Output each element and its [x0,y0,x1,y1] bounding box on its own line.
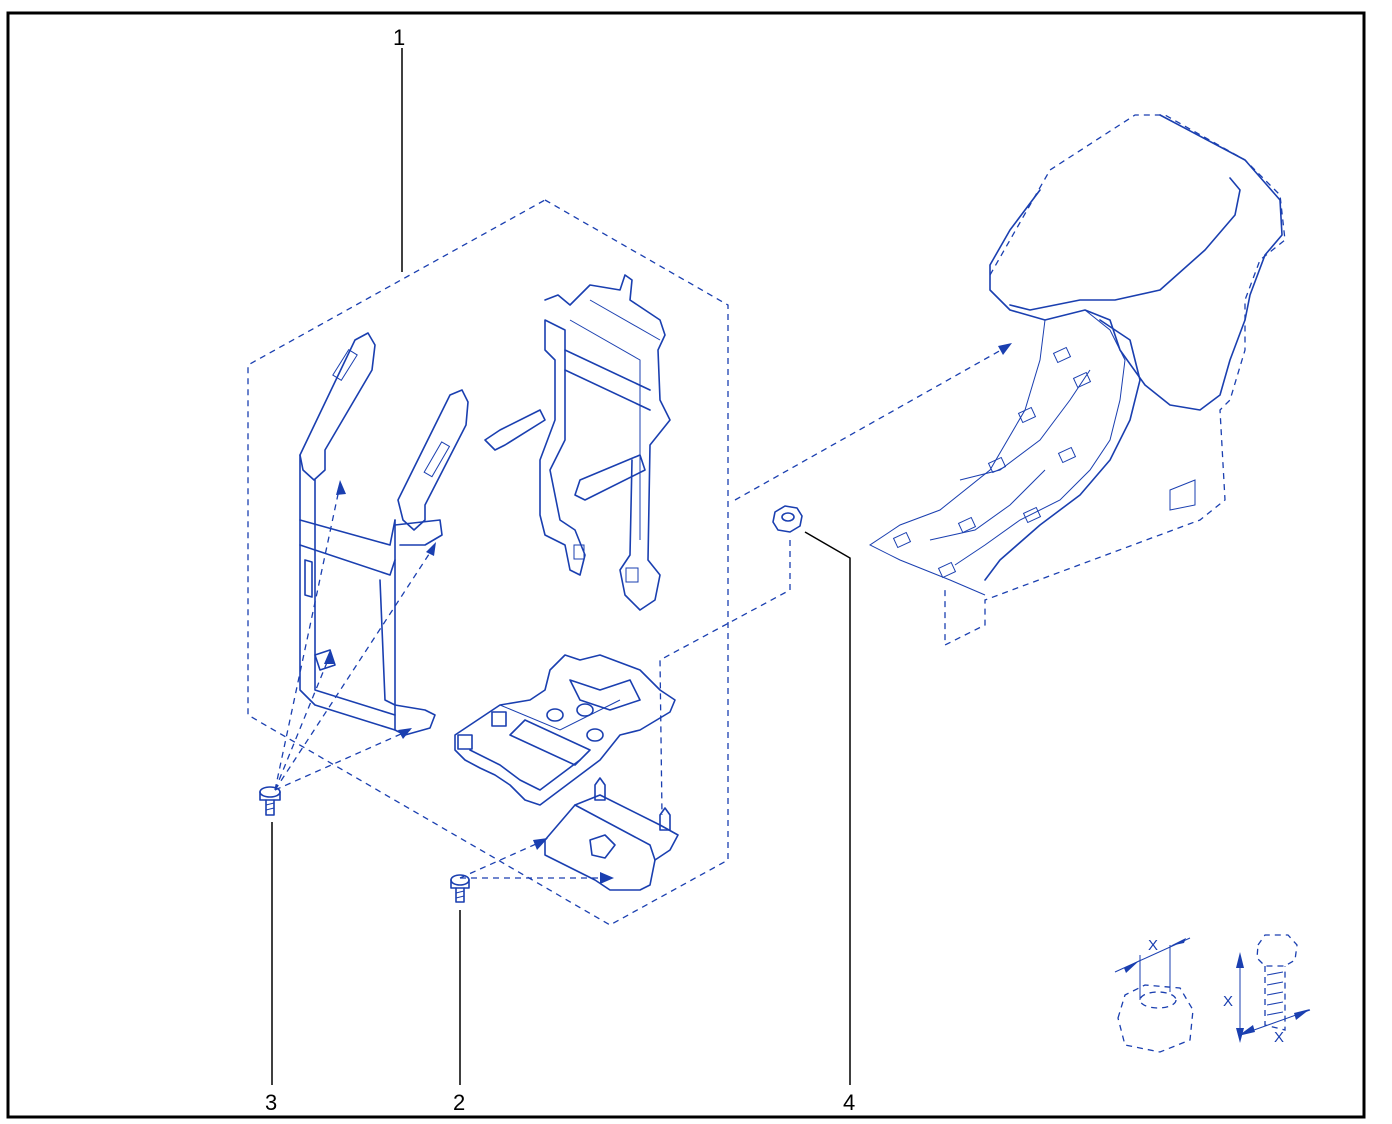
bolt-dimension-bottom-label: X [1274,1029,1284,1046]
diagram-frame [6,11,1366,1119]
cradle-bracket [454,654,676,806]
bolt-dimension-vertical-label: X [1223,993,1233,1010]
assembly-arrows [274,343,1012,884]
leader-lines [271,48,851,1085]
callout-4: 4 [843,1090,855,1115]
nut-4 [772,505,803,533]
callout-2: 2 [453,1090,465,1115]
upper-bracket [484,274,671,611]
callout-3: 3 [265,1090,277,1115]
support-plate [544,777,679,891]
console-switch-cluster [892,346,1092,579]
kit-boundary [247,199,729,926]
bolt-dimension-symbol [1236,934,1311,1043]
screw-2 [450,874,470,903]
screw-3 [259,786,281,816]
nut-dimension-label: X [1148,937,1158,954]
left-bracket [299,332,469,736]
callout-1: 1 [393,25,405,50]
nut-dimension-symbol [1114,937,1194,1053]
center-console [869,114,1286,647]
